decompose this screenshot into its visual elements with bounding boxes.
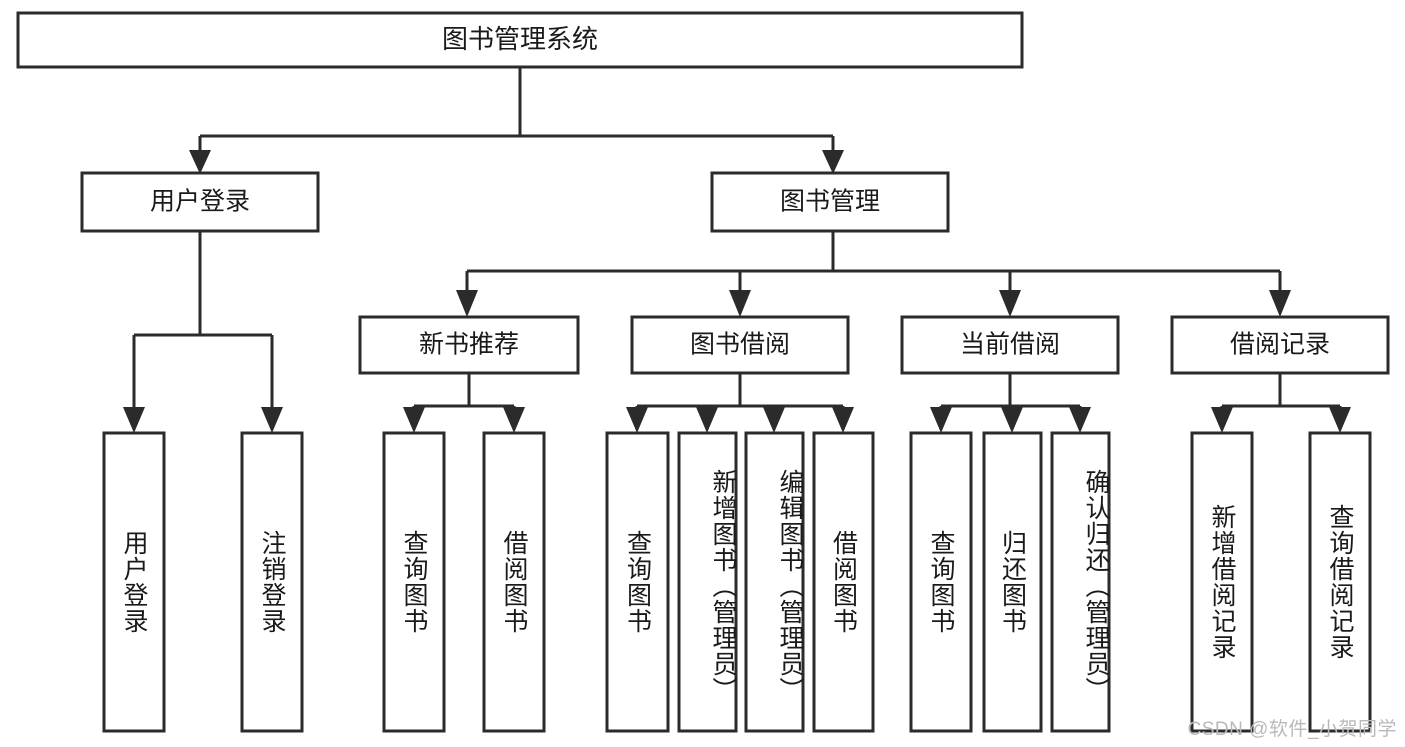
leaf-boxes-layer bbox=[102, 431, 1372, 733]
leaf-box-edit-book[interactable] bbox=[744, 431, 805, 733]
arrowhead-leaf-user-login bbox=[123, 407, 145, 433]
node-user-login-label: 用户登录 bbox=[150, 188, 250, 216]
arrowhead-leaf-borrow-book-2 bbox=[832, 407, 854, 433]
node-new-book-recommend[interactable]: 新书推荐 bbox=[358, 315, 580, 375]
node-root-box[interactable] bbox=[16, 11, 1024, 69]
arrowhead-to-borrow-record bbox=[1269, 290, 1291, 317]
node-user-login[interactable]: 用户登录 bbox=[80, 171, 320, 233]
node-book-borrow-box[interactable] bbox=[630, 315, 850, 375]
node-book-management[interactable]: 图书管理 bbox=[710, 171, 950, 233]
node-current-borrow[interactable]: 当前借阅 bbox=[900, 315, 1120, 375]
leaf-box-query-book-3[interactable] bbox=[909, 431, 973, 733]
leaf-box-confirm-return[interactable] bbox=[1050, 431, 1111, 733]
node-book-management-box[interactable] bbox=[710, 171, 950, 233]
node-book-borrow[interactable]: 图书借阅 bbox=[630, 315, 850, 375]
arrowhead-to-book-manage bbox=[822, 150, 844, 174]
leaf-box-borrow-book-1[interactable] bbox=[482, 431, 546, 733]
leaf-box-user-login[interactable] bbox=[102, 431, 166, 733]
node-borrow-record-label: 借阅记录 bbox=[1230, 331, 1330, 359]
arrowhead-leaf-confirm-return bbox=[1069, 407, 1091, 433]
arrowhead-to-new-book-rec bbox=[456, 290, 478, 317]
node-user-login-box[interactable] bbox=[80, 171, 320, 233]
arrowhead-leaf-query-book-3 bbox=[930, 407, 952, 433]
arrowhead-leaf-add-book bbox=[696, 407, 718, 433]
node-root[interactable]: 图书管理系统 bbox=[16, 11, 1024, 69]
connector-new-book-rec-to-leaves bbox=[412, 373, 516, 412]
node-book-management-label: 图书管理 bbox=[780, 188, 880, 216]
arrowhead-leaf-query-record bbox=[1329, 407, 1351, 433]
leaf-box-return-book[interactable] bbox=[982, 431, 1043, 733]
leaf-box-logout-login[interactable] bbox=[240, 431, 304, 733]
connector-borrow-record-to-leaves bbox=[1220, 373, 1342, 412]
leaf-box-add-book[interactable] bbox=[677, 431, 738, 733]
node-new-book-recommend-label: 新书推荐 bbox=[419, 331, 519, 359]
arrowhead-leaf-logout-login bbox=[261, 407, 283, 433]
arrowhead-leaf-add-record bbox=[1211, 407, 1233, 433]
node-borrow-record-box[interactable] bbox=[1170, 315, 1390, 375]
leaf-box-borrow-book-2[interactable] bbox=[812, 431, 875, 733]
node-root-label: 图书管理系统 bbox=[442, 24, 598, 54]
leaf-box-query-record[interactable] bbox=[1308, 431, 1372, 733]
leaf-box-add-record[interactable] bbox=[1190, 431, 1254, 733]
arrowhead-leaf-query-book-2 bbox=[626, 407, 648, 433]
arrowhead-leaf-edit-book bbox=[763, 407, 785, 433]
node-book-borrow-label: 图书借阅 bbox=[690, 331, 790, 359]
leaf-box-query-book-2[interactable] bbox=[605, 431, 670, 733]
node-new-book-recommend-box[interactable] bbox=[358, 315, 580, 375]
arrowhead-leaf-return-book bbox=[1001, 407, 1023, 433]
connector-current-borrow-to-leaves bbox=[939, 373, 1082, 412]
connector-book-borrow-to-leaves bbox=[635, 373, 845, 412]
arrowhead-to-current-borrow bbox=[999, 290, 1021, 317]
arrowhead-to-user-login bbox=[189, 150, 211, 174]
arrowhead-to-book-borrow bbox=[729, 290, 751, 317]
connector-user-login-to-leaves bbox=[132, 231, 274, 412]
leaf-box-query-book-1[interactable] bbox=[382, 431, 446, 733]
arrowhead-leaf-borrow-book-1 bbox=[503, 407, 525, 433]
connector-book-manage-to-level3 bbox=[465, 231, 1282, 295]
node-borrow-record[interactable]: 借阅记录 bbox=[1170, 315, 1390, 375]
csdn-watermark: CSDN @软件_小贺同学 bbox=[1187, 719, 1397, 740]
arrowhead-leaf-query-book-1 bbox=[403, 407, 425, 433]
connectors-layer bbox=[123, 67, 1351, 433]
node-current-borrow-box[interactable] bbox=[900, 315, 1120, 375]
node-current-borrow-label: 当前借阅 bbox=[960, 331, 1060, 359]
connector-root-to-level2 bbox=[198, 67, 835, 155]
